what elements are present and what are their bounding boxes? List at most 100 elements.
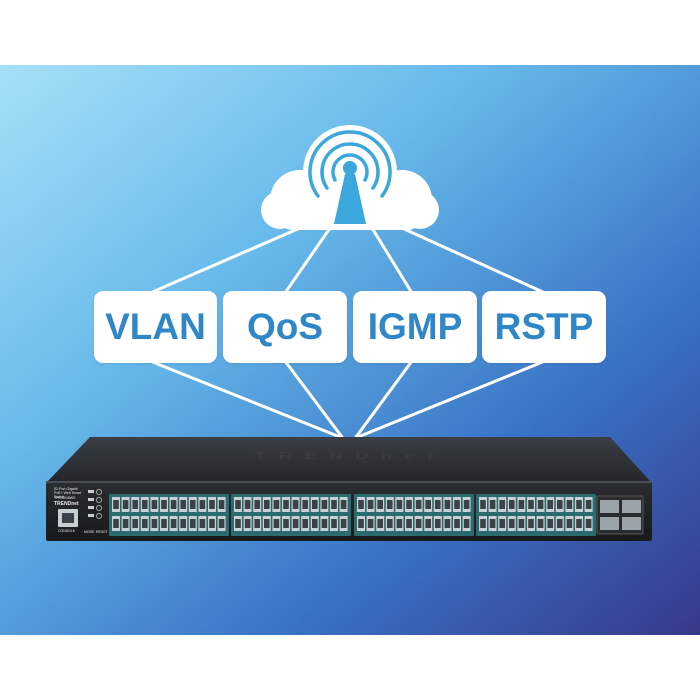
mode-reset-buttons <box>96 489 102 519</box>
rj45-port-opening <box>312 500 318 509</box>
rj45-port-opening <box>254 519 260 528</box>
rj45-port-opening <box>113 500 119 509</box>
rj45-port-opening <box>509 500 515 509</box>
link-cloud-igmp <box>370 226 414 295</box>
feature-label-rstp: RSTP <box>482 291 606 363</box>
rj45-port-opening <box>489 519 496 528</box>
rj45-port-opening <box>585 500 592 509</box>
rj45-port-opening <box>331 500 337 509</box>
rj45-port-opening <box>435 519 441 528</box>
rj45-port-opening <box>273 519 280 528</box>
rj45-port-opening <box>235 500 241 509</box>
rj45-port-opening <box>235 519 241 528</box>
feature-label-vlan: VLAN <box>94 291 217 363</box>
rj45-port-opening <box>499 500 505 509</box>
rj45-port-opening <box>283 500 289 509</box>
rj45-port-opening <box>454 500 460 509</box>
rj45-port-opening <box>358 519 364 528</box>
rj45-port-opening <box>151 519 158 528</box>
rj45-port-opening <box>396 519 403 528</box>
mode-label: MODE <box>84 530 95 534</box>
rj45-port-opening <box>518 500 525 509</box>
rj45-port-opening <box>547 519 553 528</box>
rj45-port-opening <box>302 519 308 528</box>
rj45-port-opening <box>377 519 383 528</box>
link-qos-switch <box>283 359 344 439</box>
rj45-port-opening <box>454 519 460 528</box>
top-brand-embossed: TRENDnet <box>255 449 445 462</box>
rj45-port-opening <box>161 500 167 509</box>
rj45-port-opening <box>415 519 422 528</box>
rj45-port-opening <box>377 500 383 509</box>
rj45-port-opening <box>244 500 251 509</box>
rj45-port-opening <box>576 500 582 509</box>
rj45-port-opening <box>415 500 422 509</box>
link-igmp-switch <box>354 359 414 439</box>
rj45-port-opening <box>425 519 431 528</box>
rj45-port-opening <box>463 500 470 509</box>
rj45-port-opening <box>113 519 119 528</box>
rj45-port-opening <box>528 519 534 528</box>
antenna-icon <box>308 130 392 198</box>
rj45-port-opening <box>444 500 451 509</box>
rj45-port-opening <box>170 500 177 509</box>
rj45-port-opening <box>406 500 412 509</box>
rj45-port-opening <box>566 519 573 528</box>
rj45-port-opening <box>190 500 196 509</box>
rj45-port-opening <box>254 500 260 509</box>
rj45-port-opening <box>132 519 138 528</box>
rj45-port-opening <box>518 519 525 528</box>
status-leds <box>88 490 94 517</box>
antenna-tower <box>334 174 366 224</box>
rj45-port-opening <box>406 519 412 528</box>
rj45-port-opening <box>292 519 299 528</box>
link-cloud-qos <box>283 226 332 295</box>
rj45-port-opening <box>142 519 148 528</box>
rj45-port-opening <box>151 500 158 509</box>
link-vlan-switch <box>148 359 342 439</box>
rj45-port-opening <box>122 519 129 528</box>
rj45-port-opening <box>292 500 299 509</box>
rj45-port-opening <box>557 500 563 509</box>
model-description: 52-Port Gigabit PoE+ Web Smart Switch <box>54 487 82 499</box>
link-cloud-vlan <box>148 226 302 295</box>
rj45-port-opening <box>576 519 582 528</box>
rj45-port-opening <box>331 519 337 528</box>
rj45-port-opening <box>557 519 563 528</box>
rj45-port-opening <box>273 500 280 509</box>
rj45-port-opening <box>218 519 225 528</box>
rj45-port-opening <box>264 500 270 509</box>
rj45-port-opening <box>302 500 308 509</box>
switch-top <box>48 437 650 481</box>
feature-label-igmp: IGMP <box>353 291 477 363</box>
rj45-port-opening <box>425 500 431 509</box>
rj45-port-opening <box>528 500 534 509</box>
sfp-ports <box>600 500 641 530</box>
rj45-port-opening <box>358 500 364 509</box>
rj45-port-opening <box>170 519 177 528</box>
rj45-port-opening <box>340 500 347 509</box>
link-rstp-switch <box>356 359 547 439</box>
rj45-port-opening <box>537 500 544 509</box>
rj45-port-opening <box>321 500 328 509</box>
front-brand-logo: TRENDnet <box>54 501 79 507</box>
rj45-port-opening <box>209 500 215 509</box>
rj45-port-opening <box>547 500 553 509</box>
rj45-port-opening <box>122 500 129 509</box>
reset-label: RESET <box>96 530 108 534</box>
rj45-port-opening <box>142 500 148 509</box>
rj45-port-opening <box>537 519 544 528</box>
rj45-port-opening <box>264 519 270 528</box>
rj45-port-opening <box>444 519 451 528</box>
rj45-port-opening <box>218 500 225 509</box>
rj45-port-opening <box>509 519 515 528</box>
rj45-port-opening <box>312 519 318 528</box>
rj45-port-opening <box>396 500 403 509</box>
console-label: CONSOLE <box>58 529 76 533</box>
rj45-port-opening <box>199 500 206 509</box>
rj45-port-opening <box>180 519 186 528</box>
feature-label-qos: QoS <box>223 291 347 363</box>
rj45-port-opening <box>387 519 393 528</box>
rj45-port-opening <box>566 500 573 509</box>
